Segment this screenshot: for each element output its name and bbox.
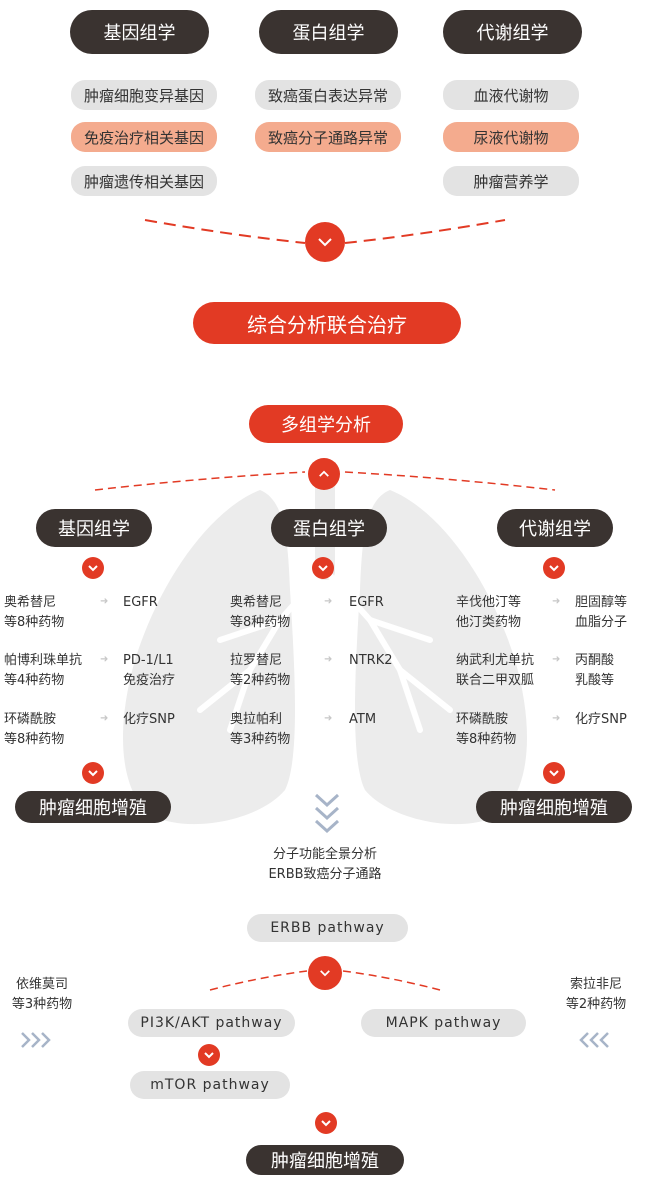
top-dashed-arc: [144, 219, 506, 244]
arrow-right-icon: ➜: [324, 713, 333, 724]
erbb-pathway: ERBB pathway: [247, 914, 408, 942]
arrow-right-icon: ➜: [552, 713, 561, 724]
outcome-bottom: 肿瘤细胞增殖: [246, 1145, 404, 1175]
mapk-pathway: MAPK pathway: [361, 1009, 526, 1037]
arrow-right-icon: ➜: [100, 713, 109, 724]
top-col2-item: 致癌分子通路异常: [255, 122, 401, 152]
left-row-target: EGFR: [123, 595, 158, 610]
arrow-right-icon: ➜: [552, 654, 561, 665]
top-col3-item: 血液代谢物: [443, 80, 579, 110]
chevron-down-icon: [198, 1044, 220, 1066]
right-row-drug: 辛伐他汀等他汀类药物: [456, 595, 522, 630]
left-row-drug: 奥希替尼等8种药物: [4, 595, 65, 630]
arrow-right-icon: ➜: [100, 596, 109, 607]
top-header-metabolomics: 代谢组学: [443, 10, 582, 54]
outcome-right: 肿瘤细胞增殖: [476, 791, 632, 823]
top-col1-item: 肿瘤遗传相关基因: [71, 166, 217, 196]
left-drug-label: 依维莫司 等3种药物: [11, 977, 73, 1012]
chevron-down-icon: [82, 762, 104, 784]
top-header-proteomics: 蛋白组学: [259, 10, 398, 54]
top-col2-item: 致癌蛋白表达异常: [255, 80, 401, 110]
chevron-down-icon: [308, 956, 342, 990]
arrow-right-icon: ➜: [552, 596, 561, 607]
mid-header-genomics: 基因组学: [36, 509, 152, 547]
arrow-right-icon: ➜: [324, 654, 333, 665]
chevron-down-icon: [543, 557, 565, 579]
right-row-target: 胆固醇等血脂分子: [575, 595, 628, 630]
center-row-drug: 奥拉帕利等3种药物: [230, 712, 291, 747]
chevron-down-icon: [305, 222, 345, 262]
mtor-pathway: mTOR pathway: [130, 1071, 290, 1099]
triple-chevron-right-icon: [21, 1032, 51, 1048]
multi-omics-title: 多组学分析: [249, 405, 403, 443]
arrow-right-icon: ➜: [100, 654, 109, 665]
chevron-down-icon: [315, 1112, 337, 1134]
mid-header-proteomics: 蛋白组学: [271, 509, 387, 547]
triple-chevron-down-icon: [314, 793, 340, 834]
top-col3-item: 尿液代谢物: [443, 122, 579, 152]
right-row-target: 丙酮酸乳酸等: [575, 653, 615, 688]
chevron-down-icon: [312, 557, 334, 579]
outcome-left: 肿瘤细胞增殖: [15, 791, 171, 823]
chevron-down-icon: [82, 557, 104, 579]
integrated-analysis-banner: 综合分析联合治疗: [193, 302, 461, 344]
top-col3-item: 肿瘤营养学: [443, 166, 579, 196]
pi3k-akt-pathway: PI3K/AKT pathway: [128, 1009, 295, 1037]
center-row-drug: 奥希替尼等8种药物: [230, 595, 291, 630]
top-header-genomics: 基因组学: [70, 10, 209, 54]
arrow-right-icon: ➜: [324, 596, 333, 607]
right-drug-label: 索拉非尼 等2种药物: [565, 977, 627, 1012]
top-col1-item: 免疫治疗相关基因: [71, 122, 217, 152]
middle-dashed-arc: [94, 471, 556, 491]
center-row-target: EGFR: [349, 595, 384, 610]
right-row-target: 化疗SNP: [575, 712, 627, 727]
left-row-target: 化疗SNP: [123, 712, 175, 727]
center-row-drug: 拉罗替尼等2种药物: [230, 653, 291, 688]
chevron-up-icon: [308, 458, 340, 490]
right-row-drug: 环磷酰胺等8种药物: [456, 712, 517, 747]
left-row-drug: 帕博利珠单抗等4种药物: [4, 653, 83, 688]
top-col1-item: 肿瘤细胞变异基因: [71, 80, 217, 110]
lung-illustration: [123, 470, 527, 825]
right-row-drug: 纳武利尤单抗联合二甲双胍: [456, 653, 535, 688]
center-row-target: NTRK2: [349, 653, 393, 668]
mid-header-metabolomics: 代谢组学: [497, 509, 613, 547]
analysis-caption: 分子功能全景分析 ERBB致癌分子通路: [268, 847, 382, 882]
chevron-down-icon: [543, 762, 565, 784]
triple-chevron-left-icon: [579, 1032, 609, 1048]
center-row-target: ATM: [349, 712, 377, 727]
left-row-drug: 环磷酰胺等8种药物: [4, 712, 65, 747]
